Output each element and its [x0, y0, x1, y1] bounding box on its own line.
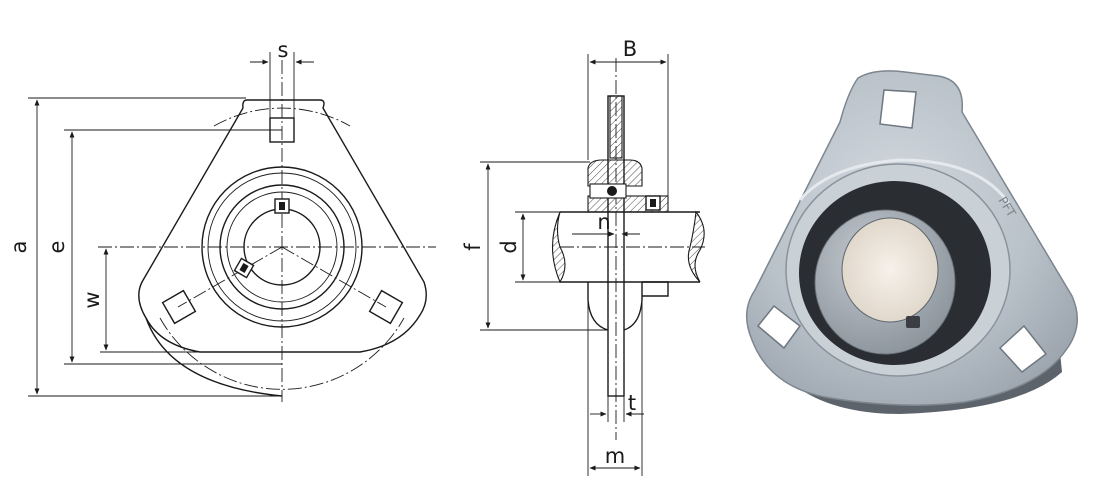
photo-set-screw: [906, 316, 920, 328]
label-a: a: [7, 241, 31, 254]
bolt-centerline-left: [177, 246, 283, 308]
label-m: m: [605, 444, 625, 468]
label-B: B: [623, 37, 637, 61]
photo-bolt-hole-top: [879, 89, 917, 129]
inner-ring-lower: [642, 281, 669, 297]
housing-lower-left: [587, 282, 609, 331]
label-f: f: [461, 243, 485, 251]
label-s: s: [278, 38, 289, 62]
label-w: w: [80, 291, 104, 308]
label-n: n: [597, 210, 610, 234]
side-view: B f d n t m: [461, 37, 705, 476]
housing-outer-circle: [201, 166, 363, 328]
photo-bolt-hole-right: [998, 324, 1048, 374]
label-e: e: [45, 241, 69, 254]
shaft-break-right: [687, 210, 705, 283]
bolt-hole-left: [161, 289, 197, 325]
insert-outer-circle: [219, 184, 345, 310]
housing-inner-circle: [207, 172, 357, 322]
photo-bolt-hole-left: [756, 304, 802, 350]
flange-hatch: [609, 95, 623, 159]
bolt-circle-bottom: [159, 317, 405, 390]
housing-section-top: [587, 159, 643, 187]
bearing-photo: PFT: [746, 70, 1078, 414]
flange-lower-curve: [145, 317, 283, 397]
photo-bore: [841, 217, 939, 323]
bolt-hole-right: [368, 289, 404, 325]
bolt-centerline-right: [281, 246, 387, 308]
ball: [607, 186, 617, 196]
label-t: t: [628, 391, 636, 415]
label-d: d: [497, 240, 521, 253]
insert-inner-circle: [226, 191, 338, 303]
front-view: a e w s: [7, 38, 436, 402]
bolt-circle-top: [213, 107, 351, 127]
flange-outline: [138, 99, 427, 353]
shaft-break-left: [552, 211, 566, 284]
